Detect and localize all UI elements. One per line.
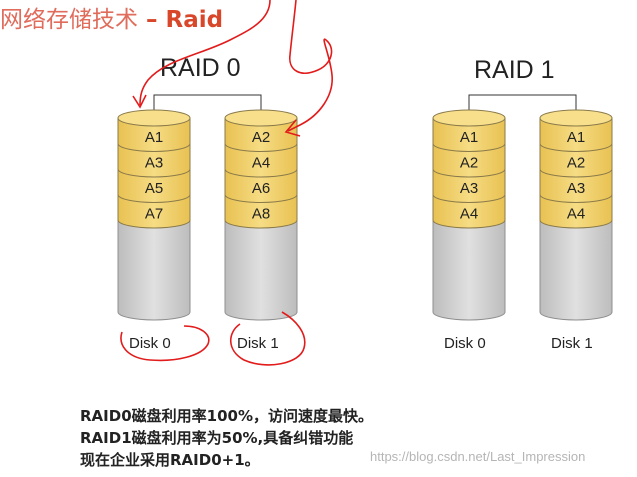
data-block	[432, 143, 506, 178]
data-block	[539, 168, 613, 203]
cylinder-top	[539, 109, 613, 127]
cylinder-top	[432, 109, 506, 127]
cylinder-body	[539, 219, 613, 321]
annotation-arrow-a1-head	[132, 94, 147, 109]
data-block	[117, 117, 191, 152]
data-block	[539, 117, 613, 152]
description-line-3: 现在企业采用RAID0+1。	[80, 451, 260, 469]
data-block	[539, 194, 613, 229]
raid1-disk0-label: Disk 0	[444, 335, 486, 352]
data-block	[224, 117, 298, 152]
block-label: A3	[460, 180, 478, 197]
data-block	[224, 143, 298, 178]
annotation-arrow-a2	[287, 0, 333, 132]
cylinder-body	[117, 219, 191, 321]
data-block	[432, 117, 506, 152]
raid0-label: RAID 0	[160, 54, 241, 82]
block-label: A4	[252, 154, 270, 171]
raid0-connector	[153, 94, 262, 110]
data-block	[224, 194, 298, 229]
data-block	[117, 143, 191, 178]
raid1-disk1-label: Disk 1	[551, 335, 593, 352]
block-label: A5	[145, 180, 163, 197]
block-label: A6	[252, 180, 270, 197]
block-label: A4	[460, 205, 478, 222]
block-label: A2	[460, 154, 478, 171]
raid1-label: RAID 1	[474, 56, 555, 84]
raid0-disk1-label: Disk 1	[237, 335, 279, 352]
block-label: A4	[567, 205, 585, 222]
block-label: A1	[460, 129, 478, 146]
title-english: – Raid	[146, 7, 224, 33]
annotation-arrow-a1	[139, 0, 271, 106]
block-label: A2	[567, 154, 585, 171]
block-label: A3	[567, 180, 585, 197]
data-block	[224, 168, 298, 203]
block-label: A3	[145, 154, 163, 171]
description-line-2: RAID1磁盘利用率为50%,具备纠错功能	[80, 429, 354, 447]
block-label: A1	[567, 129, 585, 146]
handwritten-annotations	[120, 0, 333, 366]
description: RAID0磁盘利用率100%，访问速度最快。 RAID1磁盘利用率为50%,具备…	[80, 405, 373, 471]
data-block	[539, 143, 613, 178]
data-block	[117, 168, 191, 203]
cylinder-body	[224, 219, 298, 321]
block-label: A7	[145, 205, 163, 222]
data-block	[117, 194, 191, 229]
cylinder-top	[224, 109, 298, 127]
raid1-connector	[468, 94, 577, 110]
annotation-circle-disk1	[229, 311, 306, 366]
watermark: https://blog.csdn.net/Last_Impression	[370, 449, 586, 464]
description-line-1: RAID0磁盘利用率100%，访问速度最快。	[80, 407, 373, 425]
title-chinese: 网络存储技术	[0, 7, 138, 33]
block-label: A8	[252, 205, 270, 222]
data-block	[432, 168, 506, 203]
raid0-disk0-label: Disk 0	[129, 335, 171, 352]
block-label: A1	[145, 129, 163, 146]
cylinder-top	[117, 109, 191, 127]
annotation-circle-disk0	[120, 325, 210, 362]
block-label: A2	[252, 129, 270, 146]
raid-connectors	[153, 94, 577, 110]
data-block	[432, 194, 506, 229]
cylinder-body	[432, 219, 506, 321]
annotation-arrow-a2-head	[284, 119, 301, 137]
slide-title: 网络存储技术 – Raid	[0, 0, 223, 34]
